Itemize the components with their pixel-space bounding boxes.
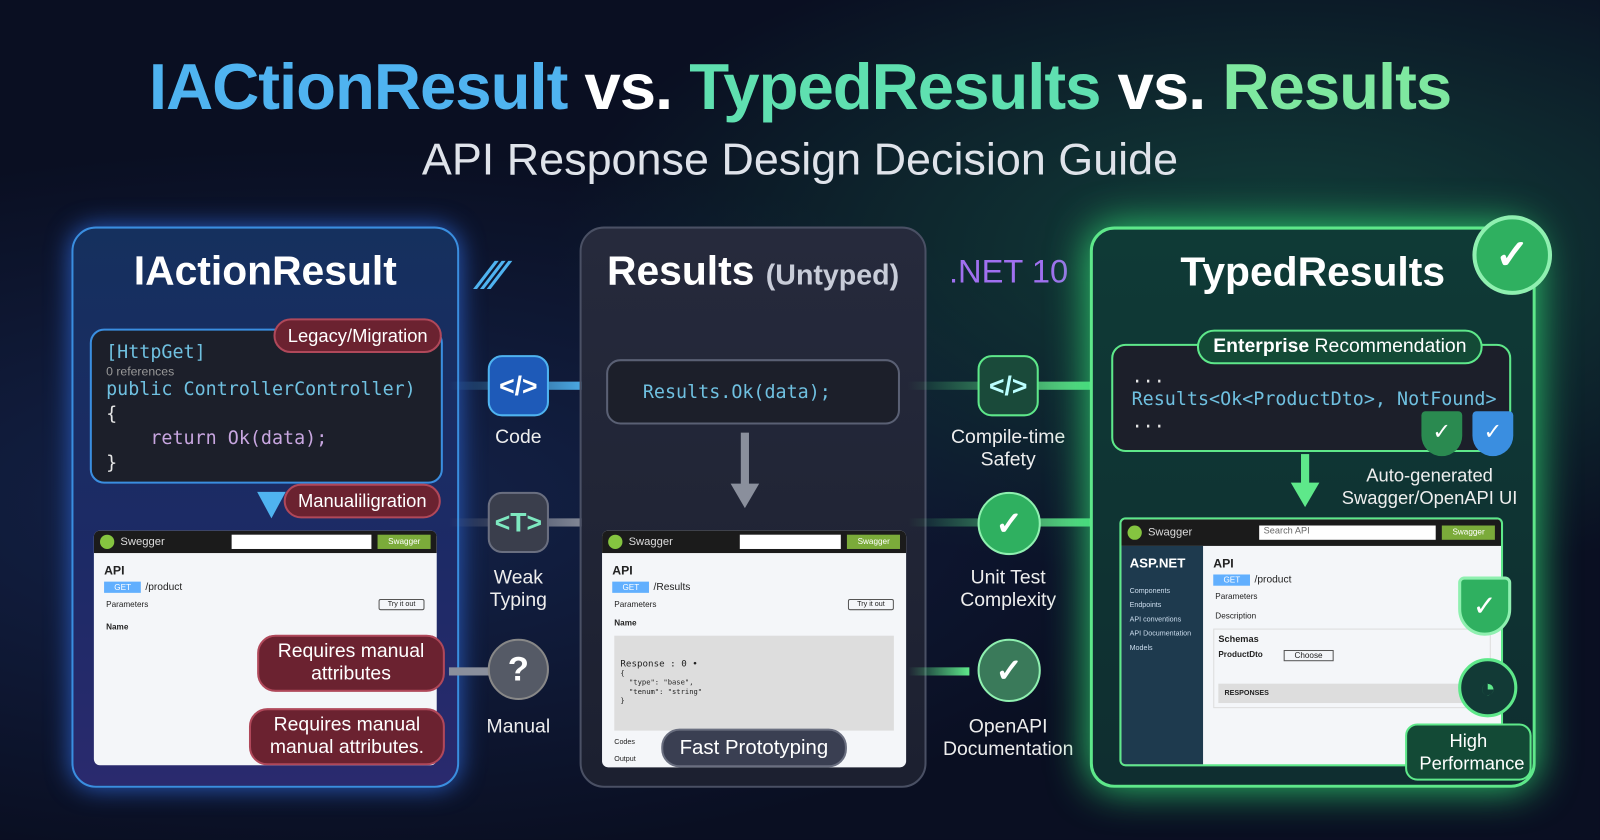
legacy-badge: Legacy/Migration [273, 318, 442, 354]
swagger-logo-icon [99, 534, 115, 549]
high-performance-badge: High Performance [1405, 723, 1532, 781]
code-block: Results.Ok(data); [606, 359, 900, 425]
speedometer-icon: ◔ [1458, 658, 1518, 718]
shield-check-icon: ✓ [1421, 411, 1463, 457]
arrow-down-icon [730, 483, 760, 509]
enterprise-recommendation-badge: Enterprise Recommendation [1196, 329, 1483, 365]
swagger-logo-icon [608, 534, 623, 549]
swagger-logo-icon [1127, 525, 1142, 540]
check-icon: ✓ [977, 491, 1041, 556]
results-panel: Results (Untyped) Results.Ok(data); Swag… [579, 226, 927, 788]
auto-generated-label: Auto-generated Swagger/OpenAPI UI [1341, 465, 1518, 509]
subtitle: API Response Design Decision Guide [421, 134, 1179, 185]
code-icon: </> [977, 355, 1039, 417]
note-manual-attributes: Requires manual attributes [257, 634, 445, 692]
type-icon: <T> [487, 491, 549, 554]
question-icon: ? [487, 638, 549, 700]
arrow-left-icon [448, 667, 511, 676]
shield-check-icon: ✓ [1458, 576, 1512, 636]
fast-prototyping-badge: Fast Prototyping [661, 728, 847, 768]
verified-badge-icon: ✓ [1472, 215, 1553, 295]
arrow-down-icon [1290, 482, 1320, 508]
typedresults-panel: TypedResults ✓ ... Results<Ok<ProductDto… [1089, 215, 1553, 788]
panel-title: Results (Untyped) [606, 248, 900, 294]
shield-check-icon: ✓ [1472, 411, 1514, 457]
arrow-right-icon [908, 667, 970, 676]
migration-badge: Manualiligration [283, 483, 441, 519]
dotnet-logo-icon: ∕∕∕ [481, 253, 503, 298]
iactionresult-panel: IActionResult [HttpGet] 0 references pub… [71, 226, 460, 788]
note-manual-attributes-2: Requires manual manual attributes. [248, 708, 445, 766]
panel-title: IActionResult [133, 248, 397, 294]
arrow-down-icon [257, 491, 286, 519]
try-it-out-button[interactable]: Try it out [378, 598, 425, 611]
dotnet-brand: .NET 10 [948, 253, 1069, 290]
code-block: [HttpGet] 0 references public Controller… [89, 328, 443, 484]
panel-title: TypedResults [1180, 249, 1446, 295]
openapi-check-icon: ✓ [977, 638, 1041, 703]
code-icon: </> [487, 355, 549, 417]
try-it-out-button[interactable]: Try it out [847, 598, 894, 611]
page-title: IACtionResult vs. TypedResults vs. Resul… [148, 49, 1452, 124]
